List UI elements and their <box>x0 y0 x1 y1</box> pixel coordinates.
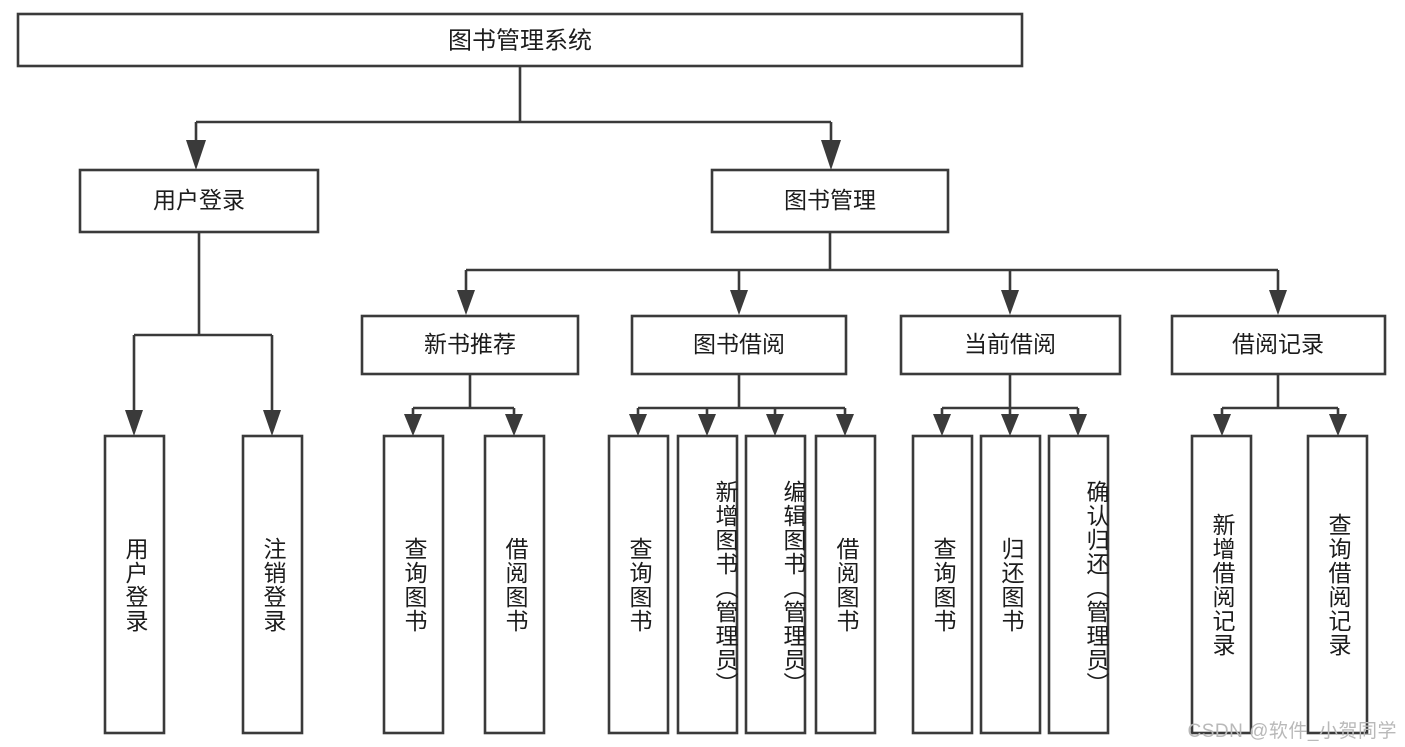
arrow-head-leaf-add-record <box>1213 414 1231 436</box>
arrow-head-leaf-query-book-3 <box>933 414 951 436</box>
node-current-borrow-label: 当前借阅 <box>964 331 1056 357</box>
leaf-box-query-record[interactable] <box>1306 434 1369 735</box>
arrow-head-new-book-recommend <box>457 290 475 315</box>
leaf-box-query-book-1[interactable] <box>382 434 445 735</box>
watermark-label: CSDN @软件_小贺同学 <box>1187 721 1397 742</box>
arrow-head-current-borrow <box>1001 290 1019 315</box>
node-borrow-record-label: 借阅记录 <box>1232 331 1324 357</box>
leaf-box-query-book-3[interactable] <box>911 434 974 735</box>
node-borrow-record-box[interactable] <box>1170 314 1387 376</box>
leaf-box-query-book-2[interactable] <box>607 434 670 735</box>
node-book-manage-label: 图书管理 <box>784 187 876 213</box>
leaf-box-borrow-book-1[interactable] <box>483 434 546 735</box>
leaf-box-borrow-book-2[interactable] <box>814 434 877 735</box>
arrow-head-leaf-confirm-return <box>1069 414 1087 436</box>
node-user-login-label: 用户登录 <box>153 187 245 213</box>
node-book-borrow-label: 图书借阅 <box>693 331 785 357</box>
leaf-box-add-book[interactable] <box>676 434 739 735</box>
node-root-box[interactable] <box>16 12 1024 68</box>
arrow-head-book-borrow <box>730 290 748 315</box>
arrow-head-leaf-return-book <box>1001 414 1019 436</box>
arrow-head-book-manage <box>821 140 841 170</box>
arrow-head-leaf-query-record <box>1329 414 1347 436</box>
node-root-label: 图书管理系统 <box>448 27 592 54</box>
arrow-head-leaf-borrow-book-1 <box>505 414 523 436</box>
leaf-box-logout[interactable] <box>241 434 304 735</box>
arrow-head-leaf-logout <box>263 410 281 436</box>
arrow-head-leaf-borrow-book-2 <box>836 414 854 436</box>
leaf-box-add-record[interactable] <box>1190 434 1253 735</box>
node-book-manage-box[interactable] <box>710 168 950 234</box>
arrow-head-borrow-record <box>1269 290 1287 315</box>
arrow-head-leaf-add-book <box>698 414 716 436</box>
node-new-book-recommend-box[interactable] <box>360 314 580 376</box>
arrow-head-leaf-user-login <box>125 410 143 436</box>
arrow-head-leaf-edit-book <box>766 414 784 436</box>
leaf-box-confirm-return[interactable] <box>1047 434 1110 735</box>
arrow-head-leaf-query-book-1 <box>404 414 422 436</box>
arrow-head-leaf-query-book-2 <box>629 414 647 436</box>
leaf-box-user-login[interactable] <box>103 434 166 735</box>
leaf-box-return-book[interactable] <box>979 434 1042 735</box>
leaf-box-edit-book[interactable] <box>744 434 807 735</box>
node-book-borrow-box[interactable] <box>630 314 848 376</box>
node-current-borrow-box[interactable] <box>899 314 1122 376</box>
arrow-head-user-login <box>186 140 206 170</box>
node-new-book-recommend-label: 新书推荐 <box>424 331 516 357</box>
